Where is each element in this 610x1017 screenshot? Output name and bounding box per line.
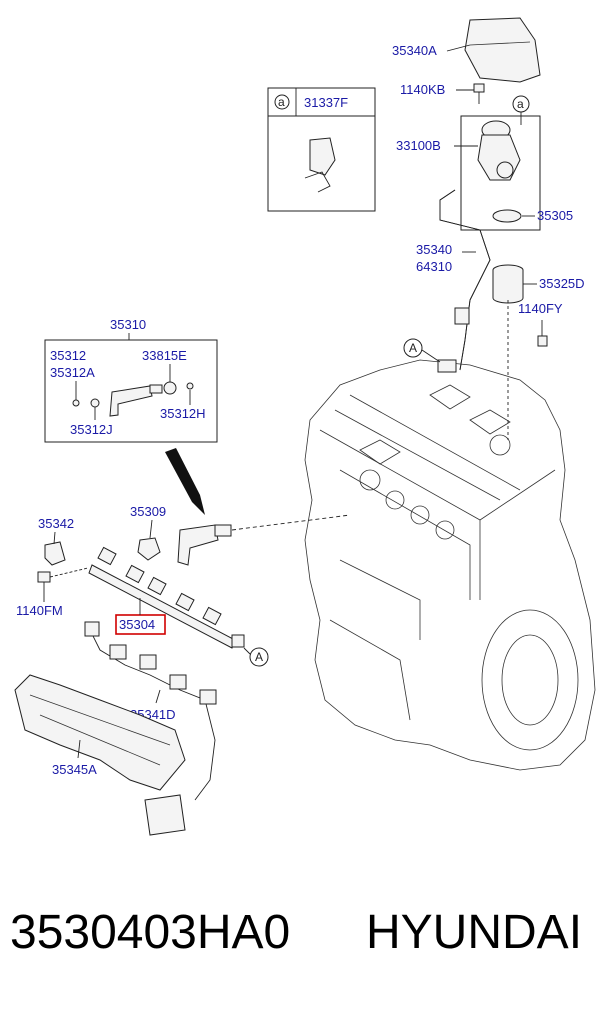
label-35340A: 35340A: [392, 43, 437, 58]
label-31337F: 31337F: [304, 95, 348, 110]
bolt-1140FM-part: [37, 567, 89, 583]
pump-cover-part: [464, 17, 541, 83]
callout-A-pipe: A: [403, 338, 441, 363]
engine-block: [304, 359, 596, 771]
svg-text:A: A: [409, 341, 417, 355]
bolt-1140KB-part: [473, 83, 485, 104]
label-35310: 35310: [110, 317, 146, 332]
label-35304: 35304: [119, 617, 155, 632]
clip-35309-part: [137, 537, 161, 561]
fuel-rail-part: [88, 546, 245, 649]
label-35312A: 35312A: [50, 365, 95, 380]
svg-text:a: a: [517, 97, 524, 111]
label-33100B: 33100B: [396, 138, 441, 153]
label-35312H: 35312H: [160, 406, 206, 421]
label-33815E: 33815E: [142, 348, 187, 363]
harness-cover-part: [14, 674, 186, 791]
pointer-arrow: [165, 448, 205, 515]
brand-name: HYUNDAI: [366, 906, 583, 959]
bracket-35342-part: [44, 541, 66, 566]
label-35312: 35312: [50, 348, 86, 363]
label-1140FM: 1140FM: [16, 603, 63, 618]
part-number: 3530403HA0: [10, 906, 291, 959]
label-35325D: 35325D: [539, 276, 585, 291]
callout-a-pump: a: [512, 95, 530, 125]
callout-A-rail: A: [243, 647, 269, 667]
svg-text:A: A: [255, 650, 263, 664]
label-64310: 64310: [416, 259, 452, 274]
pump-sleeve-part: [492, 264, 524, 304]
wiring-harness-part: [84, 621, 217, 836]
parts-diagram: 35340A 1140KB a 33100B 35305 35340 64310…: [14, 17, 596, 836]
svg-text:a: a: [278, 95, 285, 109]
highlight-box-35304: [115, 614, 166, 635]
label-35312J: 35312J: [70, 422, 113, 437]
label-35342: 35342: [38, 516, 74, 531]
box-35310: [44, 339, 218, 443]
high-pressure-pump-part: [460, 115, 541, 231]
injector-part: [177, 524, 232, 566]
bolt-1140FY-part: [537, 320, 548, 347]
label-35340: 35340: [416, 242, 452, 257]
fuel-pipe-part: [437, 189, 491, 373]
label-1140KB: 1140KB: [400, 82, 445, 97]
box-31337F: a: [267, 87, 376, 212]
label-35305: 35305: [537, 208, 573, 223]
label-1140FY: 1140FY: [518, 301, 563, 316]
label-35345A: 35345A: [52, 762, 97, 777]
label-35309: 35309: [130, 504, 166, 519]
footer: 3530403HA0 HYUNDAI: [0, 905, 610, 975]
